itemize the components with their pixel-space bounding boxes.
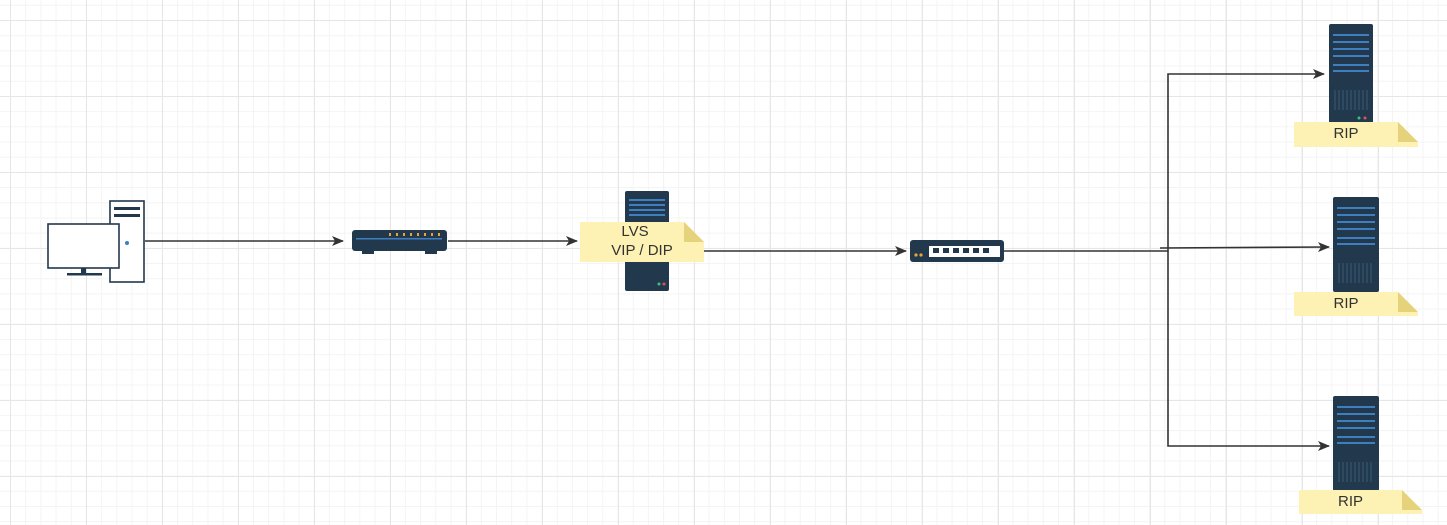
note-real1-label: RIP: [1333, 125, 1359, 142]
edge-switch-real1[interactable]: [1004, 69, 1325, 252]
edges: [145, 69, 1330, 451]
note-real1[interactable]: [1294, 122, 1418, 147]
note-lvs[interactable]: [580, 222, 704, 262]
router-icon[interactable]: [352, 230, 447, 254]
network-switch-icon[interactable]: [910, 240, 1004, 262]
server-rack-icon[interactable]: [1333, 396, 1379, 491]
note-real2-label: RIP: [1333, 295, 1359, 312]
server-rack-icon[interactable]: [1329, 24, 1373, 124]
server-rack-icon[interactable]: [1333, 197, 1379, 292]
edge-switch-real3[interactable]: [1167, 251, 1330, 451]
edge-switch-real2[interactable]: [1159, 242, 1330, 253]
note-lvs-ips: VIP / DIP: [611, 242, 673, 259]
desktop-computer-icon[interactable]: [47, 200, 145, 283]
note-real2[interactable]: [1294, 292, 1418, 316]
note-lvs-title: LVS: [621, 223, 649, 240]
note-real3-label: RIP: [1337, 493, 1363, 510]
note-real3[interactable]: [1299, 490, 1422, 514]
